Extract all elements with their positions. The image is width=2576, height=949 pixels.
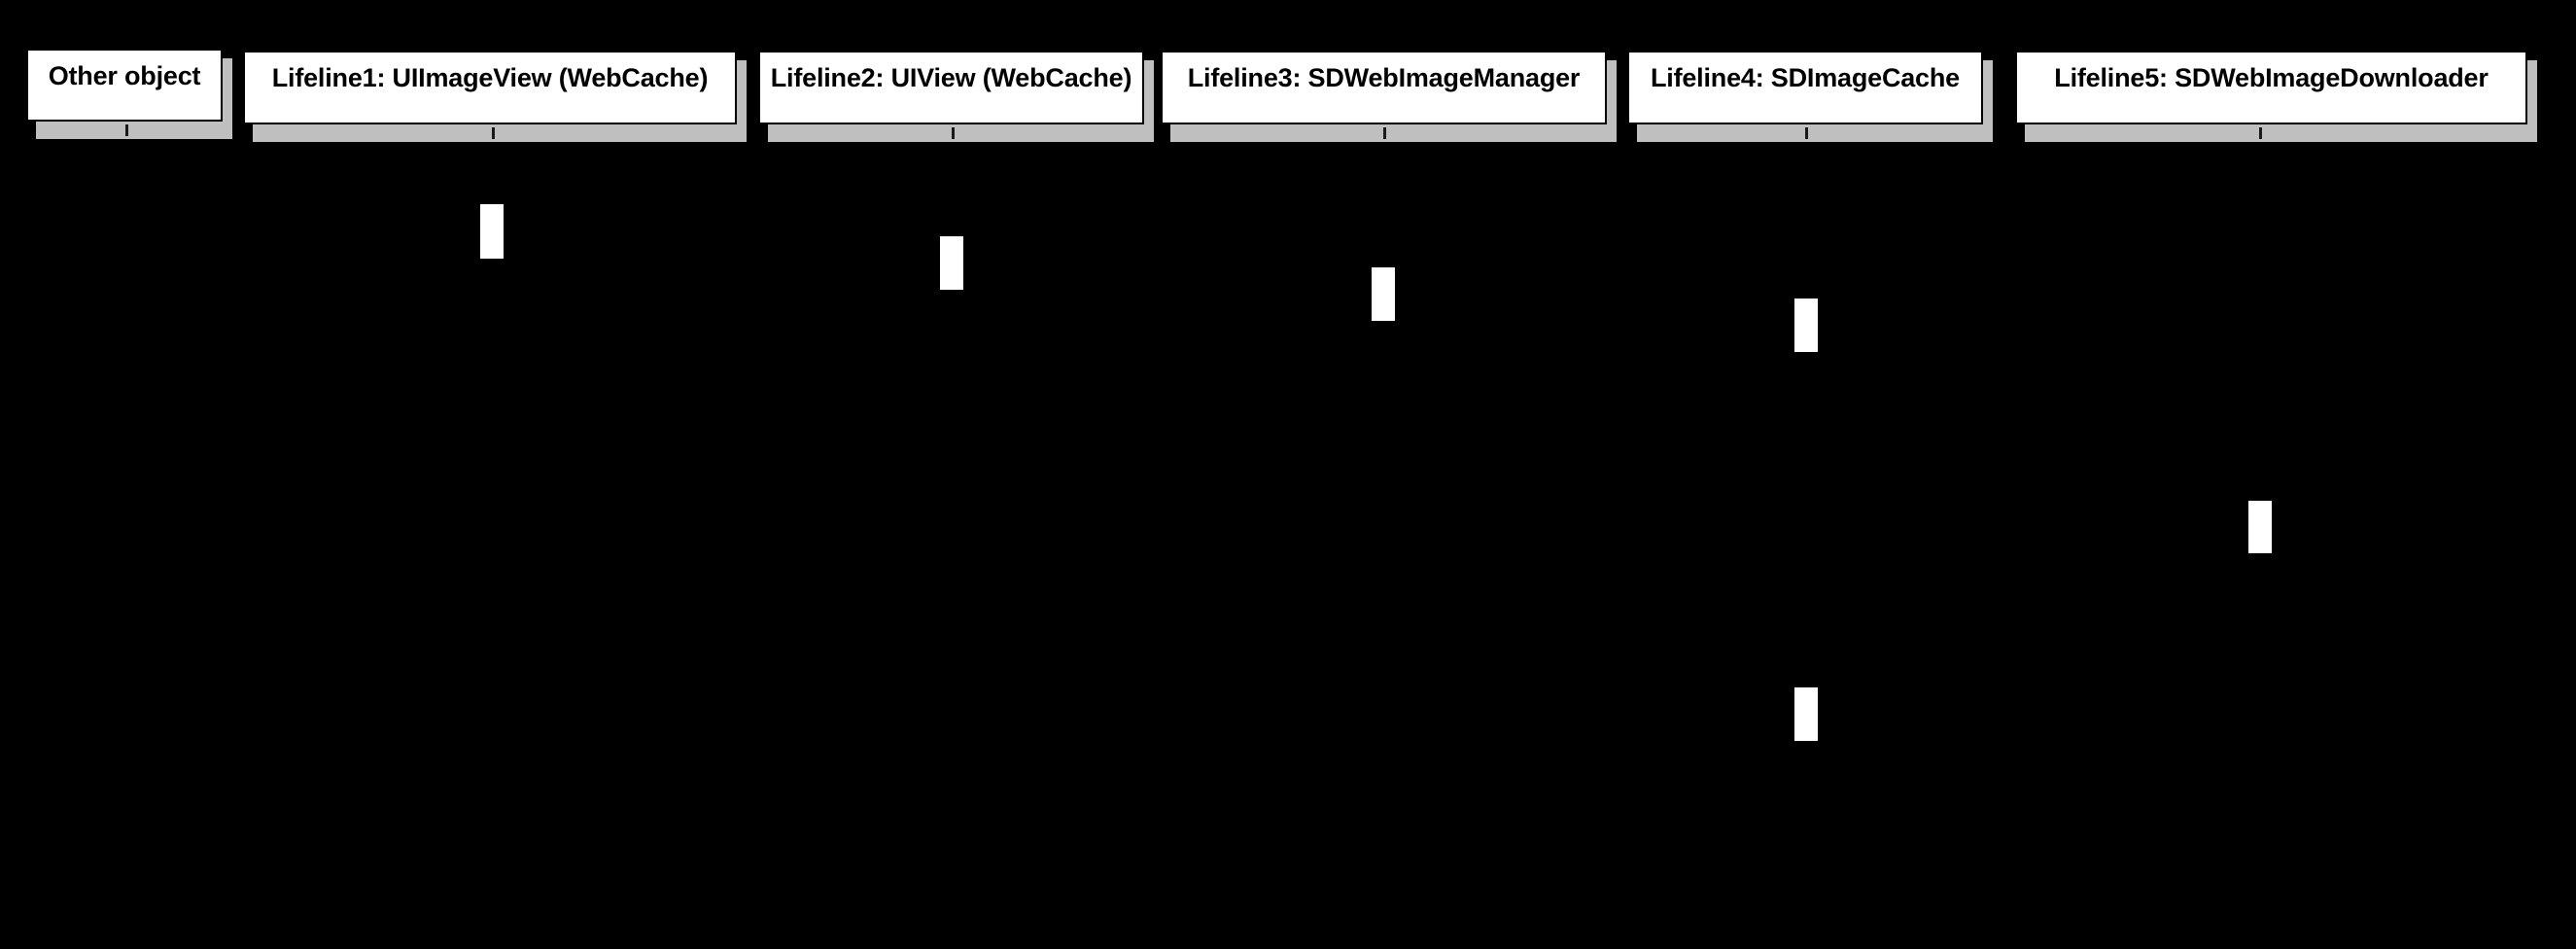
lifeline-base-bar: [1637, 124, 1993, 142]
activation-bar[interactable]: [480, 204, 504, 259]
activation-bar[interactable]: [1372, 267, 1395, 321]
lifeline-stem: [492, 142, 495, 949]
lifeline-stem: [1383, 142, 1386, 949]
lifeline-base-bar: [768, 124, 1154, 142]
lifeline-head-lifeline3[interactable]: Lifeline3: SDWebImageManager: [1161, 51, 1607, 124]
activation-bar[interactable]: [1794, 687, 1818, 741]
lifeline-base-bar: [36, 122, 232, 139]
lifeline-head-lifeline5[interactable]: Lifeline5: SDWebImageDownloader: [2015, 51, 2527, 124]
activation-bar[interactable]: [1794, 299, 1818, 352]
lifeline-origin-tick: [1805, 127, 1808, 139]
lifeline-base-bar: [1170, 124, 1617, 142]
lifeline-base-bar: [2025, 124, 2537, 142]
lifeline-origin-tick: [492, 127, 495, 139]
lifeline-head-lifeline4[interactable]: Lifeline4: SDImageCache: [1627, 51, 1983, 124]
lifeline-label: Lifeline4: SDImageCache: [1650, 63, 1960, 92]
lifeline-head-lifeline1[interactable]: Lifeline1: UIImageView (WebCache): [243, 51, 737, 124]
lifeline-origin-tick: [2259, 127, 2262, 139]
lifeline-origin-tick: [125, 124, 128, 136]
lifeline-label: Lifeline5: SDWebImageDownloader: [2054, 63, 2489, 92]
lifeline-head-other-object[interactable]: Other object: [26, 49, 223, 122]
lifeline-stem: [1805, 142, 1808, 949]
lifeline-label: Lifeline2: UIView (WebCache): [770, 63, 1132, 92]
lifeline-origin-tick: [1383, 127, 1386, 139]
activation-bar[interactable]: [940, 236, 963, 290]
lifeline-stem: [952, 142, 955, 949]
lifeline-head-lifeline2[interactable]: Lifeline2: UIView (WebCache): [758, 51, 1144, 124]
activation-bar[interactable]: [2248, 501, 2272, 553]
lifeline-label: Lifeline3: SDWebImageManager: [1187, 63, 1581, 92]
lifeline-label: Lifeline1: UIImageView (WebCache): [271, 63, 709, 92]
lifeline-base-bar: [253, 124, 747, 142]
lifeline-label: Other object: [48, 61, 201, 90]
lifeline-origin-tick: [952, 127, 955, 139]
lifeline-stem: [125, 139, 128, 949]
